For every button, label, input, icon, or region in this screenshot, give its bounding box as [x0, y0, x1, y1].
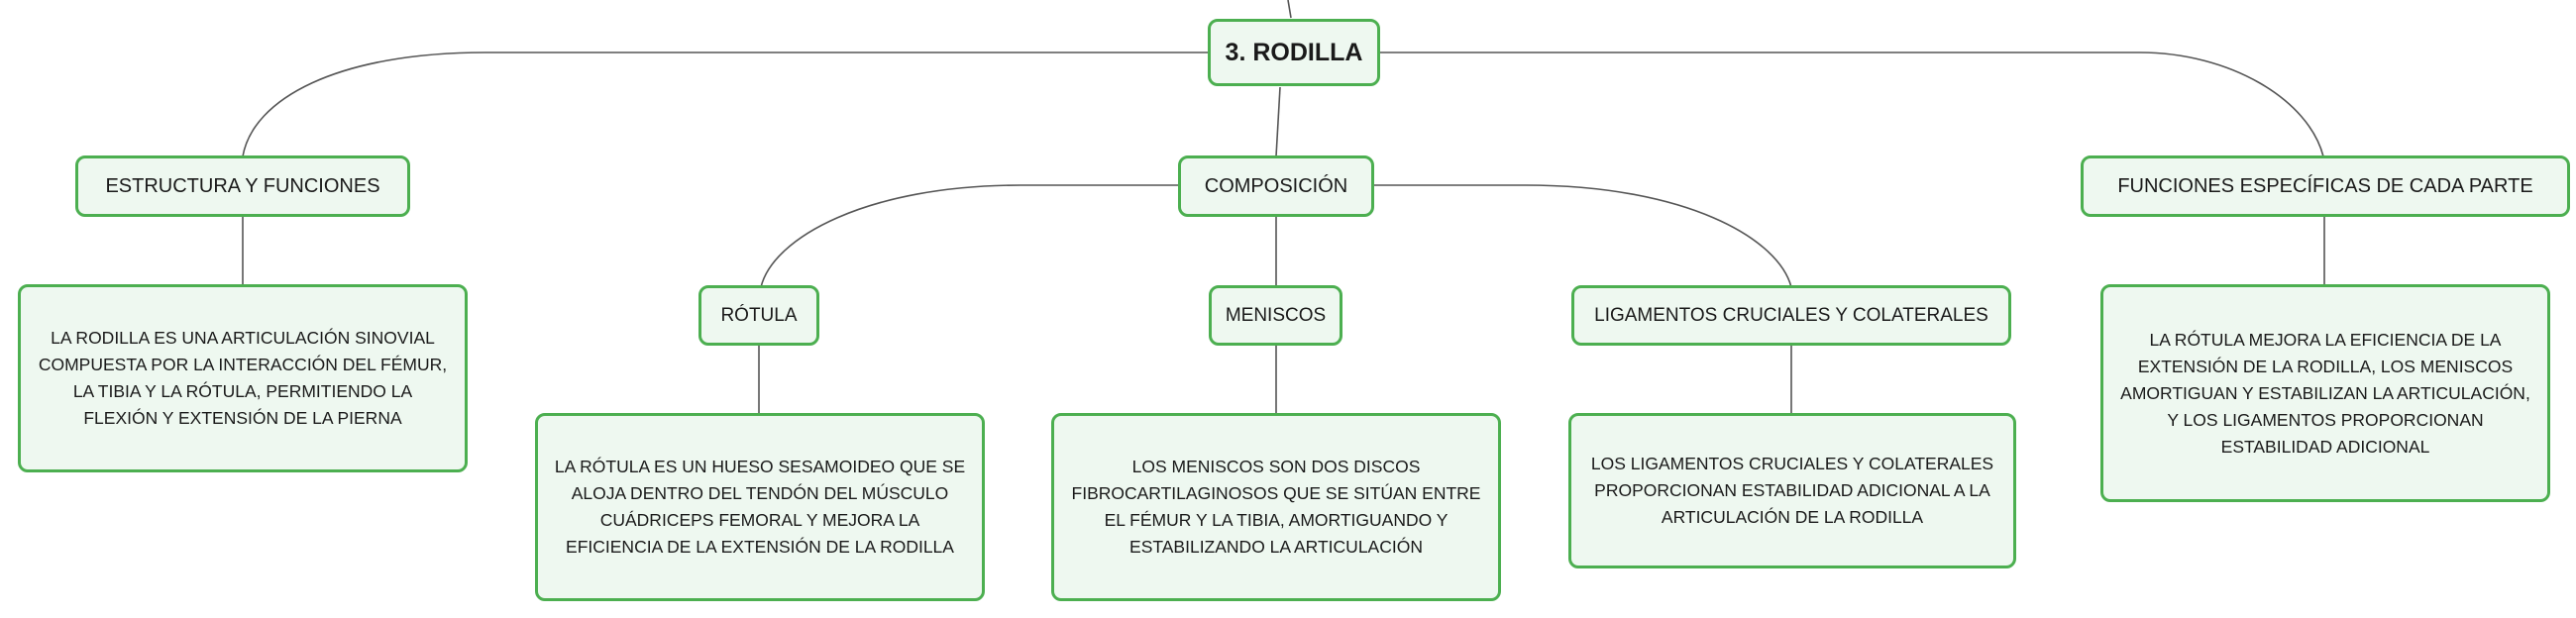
estructura-description-node[interactable]: LA RODILLA ES UNA ARTICULACIÓN SINOVIAL …: [18, 284, 468, 472]
estructura-node-label: ESTRUCTURA Y FUNCIONES: [105, 174, 380, 197]
connector-root-incoming: [1287, 0, 1292, 19]
connector-root-composicion: [1275, 86, 1281, 157]
composicion-node[interactable]: COMPOSICIÓN: [1178, 155, 1374, 217]
connector-root-funciones: [1379, 52, 2324, 157]
funciones-node[interactable]: FUNCIONES ESPECÍFICAS DE CADA PARTE: [2081, 155, 2570, 217]
ligamentos-node[interactable]: LIGAMENTOS CRUCIALES Y COLATERALES: [1571, 285, 2011, 346]
meniscos-node[interactable]: MENISCOS: [1209, 285, 1342, 346]
meniscos-description-node[interactable]: LOS MENISCOS SON DOS DISCOS FIBROCARTILA…: [1051, 413, 1501, 601]
funciones-description-text: LA RÓTULA MEJORA LA EFICIENCIA DE LA EXT…: [2120, 329, 2530, 457]
root-node-label: 3. RODILLA: [1225, 38, 1363, 66]
ligamentos-node-label: LIGAMENTOS CRUCIALES Y COLATERALES: [1594, 304, 1988, 326]
ligamentos-description-node[interactable]: LOS LIGAMENTOS CRUCIALES Y COLATERALES P…: [1568, 413, 2016, 568]
connector-composicion-ligamentos: [1373, 184, 1792, 288]
rotula-node[interactable]: RÓTULA: [698, 285, 819, 346]
rotula-node-label: RÓTULA: [720, 304, 798, 326]
meniscos-description-text: LOS MENISCOS SON DOS DISCOS FIBROCARTILA…: [1071, 457, 1481, 557]
meniscos-node-label: MENISCOS: [1225, 304, 1327, 326]
ligamentos-description-text: LOS LIGAMENTOS CRUCIALES Y COLATERALES P…: [1590, 454, 1994, 527]
estructura-node[interactable]: ESTRUCTURA Y FUNCIONES: [75, 155, 410, 217]
funciones-description-node[interactable]: LA RÓTULA MEJORA LA EFICIENCIA DE LA EXT…: [2100, 284, 2550, 502]
connector-composicion-rotula: [760, 184, 1179, 288]
rotula-description-text: LA RÓTULA ES UN HUESO SESAMOIDEO QUE SE …: [554, 457, 966, 557]
composicion-node-label: COMPOSICIÓN: [1204, 174, 1348, 197]
connector-root-estructura: [242, 52, 1209, 157]
estructura-description-text: LA RODILLA ES UNA ARTICULACIÓN SINOVIAL …: [38, 328, 448, 428]
rotula-description-node[interactable]: LA RÓTULA ES UN HUESO SESAMOIDEO QUE SE …: [535, 413, 985, 601]
funciones-node-label: FUNCIONES ESPECÍFICAS DE CADA PARTE: [2117, 174, 2533, 197]
root-node[interactable]: 3. RODILLA: [1208, 19, 1380, 86]
